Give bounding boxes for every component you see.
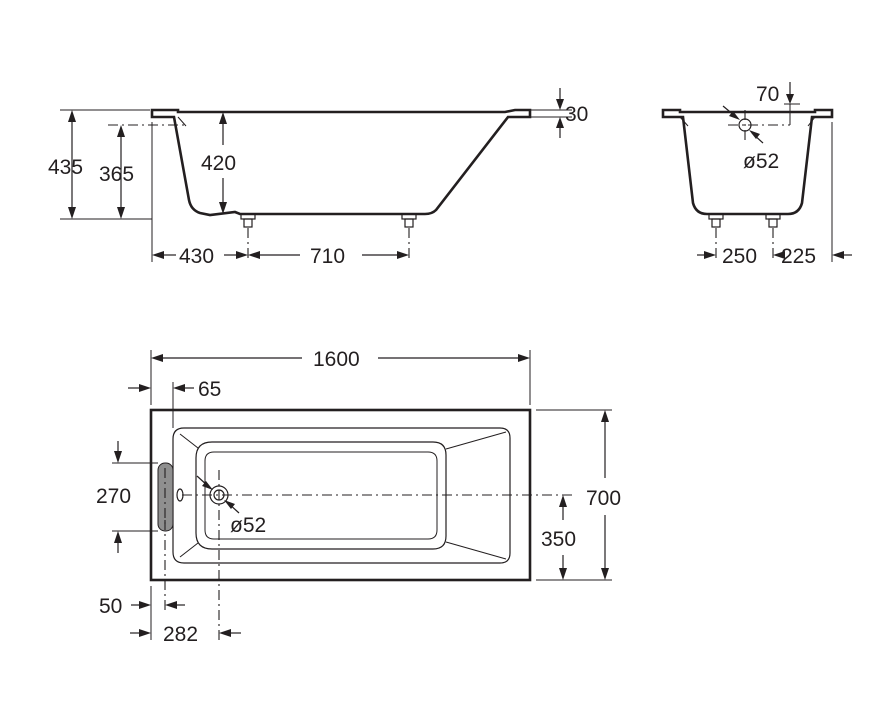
dim-end-leg-offset: 225 xyxy=(781,245,816,268)
side-view-tub-outline xyxy=(150,108,532,217)
plan-basin-floor xyxy=(195,441,447,550)
dim-length: 1600 xyxy=(313,348,360,371)
end-left-leg xyxy=(708,213,724,228)
dim-end-leg-spacing: 250 xyxy=(722,245,757,268)
dim-overflow-height: 270 xyxy=(96,485,131,508)
dim-drain-diameter: ø52 xyxy=(230,514,266,537)
side-view-inner-line xyxy=(177,116,187,127)
dim-overflow-offset: 70 xyxy=(756,83,779,106)
rear-leg xyxy=(401,213,417,228)
dim-drain-center-offset: 350 xyxy=(541,528,576,551)
dim-drain-offset: 282 xyxy=(163,623,198,646)
dim-inner-height: 365 xyxy=(99,163,134,186)
dim-front-leg-offset: 430 xyxy=(179,245,214,268)
dim-end-overflow-diameter: ø52 xyxy=(743,150,779,173)
dim-depth: 420 xyxy=(201,152,236,175)
end-right-leg xyxy=(765,213,781,228)
dim-total-height: 435 xyxy=(48,156,83,179)
plan-view: 1600 65 700 350 270 xyxy=(96,348,621,646)
dim-leg-spacing: 710 xyxy=(310,245,345,268)
dim-rim-thickness: 30 xyxy=(565,103,588,126)
dim-rim-width: 65 xyxy=(198,378,221,401)
plan-inner-basin xyxy=(172,427,511,564)
end-view: 70 ø52 250 225 xyxy=(661,82,852,268)
dim-overflow-offset: 50 xyxy=(99,595,122,618)
front-leg xyxy=(240,213,256,228)
end-view-tub-outline xyxy=(661,108,834,216)
plan-floor-inner xyxy=(204,451,438,540)
dim-width: 700 xyxy=(586,487,621,510)
side-view: 435 365 420 30 430 710 xyxy=(48,88,588,268)
